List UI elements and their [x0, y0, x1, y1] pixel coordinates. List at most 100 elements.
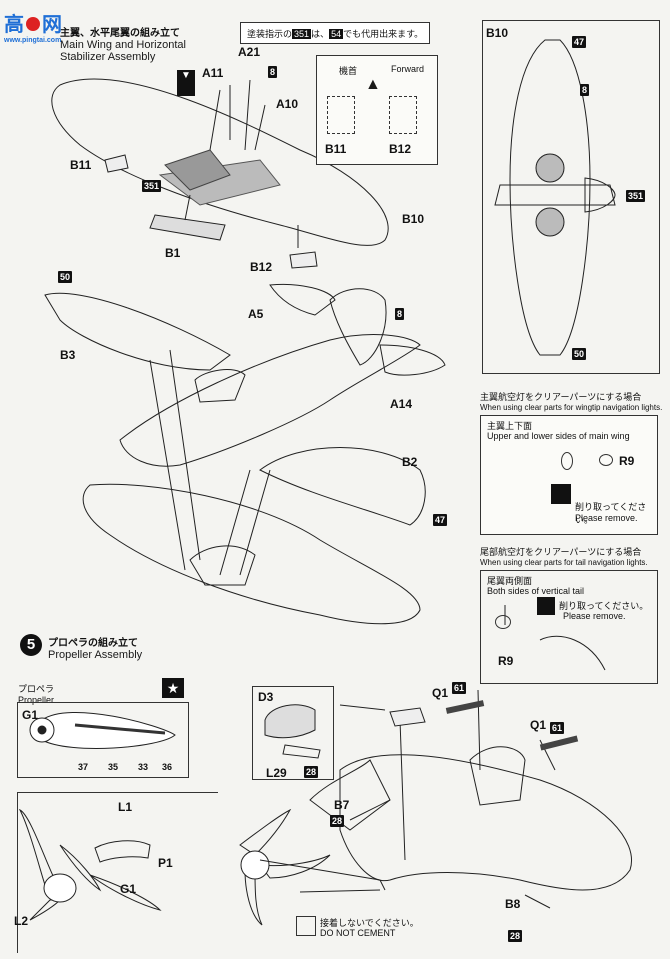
- wingtip-title-en: When using clear parts for wingtip navig…: [480, 403, 663, 412]
- label-R9-b: R9: [498, 654, 514, 668]
- tail-note-box: 尾翼両側面 Both sides of vertical tail 削り取ってく…: [480, 570, 658, 684]
- code-8-c: 8: [395, 308, 405, 320]
- code-47-a: 47: [572, 36, 587, 48]
- b12-diagram: [389, 96, 417, 134]
- propeller-assembly-box: [17, 792, 218, 953]
- code-61-b: 61: [550, 722, 565, 734]
- label-L1: L1: [118, 800, 133, 814]
- label-B10: B10: [402, 212, 425, 226]
- step4-title-en1: Main Wing and Horizontal: [60, 39, 186, 51]
- label-P1: P1: [158, 856, 173, 870]
- wingtip-sub-jp: 主翼上下面: [487, 422, 533, 432]
- label-L2: L2: [14, 914, 29, 928]
- step4-header: 主翼、水平尾翼の組み立て Main Wing and Horizontal St…: [60, 24, 186, 63]
- tail-title-en: When using clear parts for tail navigati…: [480, 558, 648, 567]
- paint-code-54: 54: [329, 29, 344, 39]
- label-A10: A10: [276, 97, 299, 111]
- label-B11: B11: [70, 158, 92, 172]
- forward-label-b11: B11: [325, 142, 347, 156]
- paint-note-mid: は、: [311, 30, 330, 40]
- watermark-char-sub: 网: [42, 12, 62, 36]
- forward-arrow-icon: ▲: [365, 76, 381, 93]
- label-Q1-a: Q1: [432, 686, 449, 700]
- wingtip-lens-shape: [599, 454, 613, 466]
- propeller-jp: プロペラ: [18, 685, 55, 695]
- code-33: 33: [138, 762, 149, 772]
- label-A5: A5: [248, 307, 264, 321]
- label-R9-a: R9: [619, 454, 635, 468]
- label-B8: B8: [505, 897, 521, 911]
- label-B2: B2: [402, 455, 418, 469]
- label-G1: G1: [22, 708, 39, 722]
- code-50-a: 50: [572, 348, 587, 360]
- wing-plan-view-box: [482, 20, 660, 374]
- star-icon: ★: [162, 678, 184, 698]
- step5-title-jp: プロペラの組み立て: [48, 638, 138, 649]
- label-B12: B12: [250, 260, 273, 274]
- watermark-url: www.pingtai.com: [4, 37, 62, 44]
- propeller-color-box: [17, 702, 189, 778]
- tail-light-shape: [495, 615, 511, 629]
- watermark-dot-icon: [26, 17, 40, 31]
- code-36: 36: [162, 762, 173, 772]
- tail-sub-jp: 尾翼両側面: [487, 577, 533, 587]
- label-A21: A21: [238, 45, 261, 59]
- tail-remove-en: Please remove.: [563, 611, 626, 621]
- code-47-b: 47: [433, 514, 448, 526]
- wingtip-sub-en: Upper and lower sides of main wing: [487, 431, 630, 441]
- tail-remove-jp: 削り取ってください。: [559, 602, 649, 612]
- wingtip-light-shape: [561, 452, 573, 470]
- no-cement-icon: [296, 916, 316, 936]
- code-351-a: 351: [142, 180, 162, 192]
- code-50-b: 50: [58, 271, 73, 283]
- step5-number: 5: [20, 634, 42, 656]
- code-28-c: 28: [508, 930, 523, 942]
- forward-en: Forward: [391, 64, 425, 74]
- wingtip-remove-en: Please remove.: [575, 513, 638, 523]
- step4-title-jp: 主翼、水平尾翼の組み立て: [60, 28, 180, 39]
- step4-title-en2: Stabilizer Assembly: [60, 51, 156, 63]
- tail-title-jp: 尾部航空灯をクリアーパーツにする場合: [480, 548, 642, 558]
- label-Q1-b: Q1: [530, 718, 547, 732]
- code-37: 37: [78, 762, 89, 772]
- propeller-en: Propeller: [18, 695, 55, 705]
- forward-label-b12: B12: [389, 142, 412, 156]
- label-B7: B7: [334, 798, 350, 812]
- wingtip-note-title: 主翼航空灯をクリアーパーツにする場合 When using clear part…: [480, 390, 662, 412]
- code-35: 35: [108, 762, 119, 772]
- file-tool-icon: [551, 484, 571, 504]
- step5-header: プロペラの組み立て Propeller Assembly: [48, 634, 142, 661]
- label-A11: A11: [202, 66, 224, 80]
- wingtip-title-jp: 主翼航空灯をクリアーパーツにする場合: [480, 393, 642, 403]
- step5-title-en: Propeller Assembly: [48, 649, 143, 661]
- code-351-b: 351: [626, 190, 646, 202]
- wingtip-note-box: 主翼上下面 Upper and lower sides of main wing…: [480, 415, 658, 535]
- paint-note-post: でも代用出来ます。: [343, 30, 424, 40]
- cement-en: DO NOT CEMENT: [320, 928, 396, 938]
- file-tool-icon-2: [537, 597, 555, 615]
- propeller-caption: プロペラ Propeller: [18, 682, 54, 705]
- label-L29: L29: [266, 766, 287, 780]
- code-61-a: 61: [452, 682, 467, 694]
- label-B10-right: B10: [486, 26, 509, 40]
- label-B1: B1: [165, 246, 181, 260]
- forward-jp: 機首: [339, 67, 358, 77]
- canopy-parts-box: [252, 686, 334, 780]
- watermark-logo: 高网 www.pingtai.com: [4, 8, 62, 44]
- tail-note-title: 尾部航空灯をクリアーパーツにする場合 When using clear part…: [480, 545, 648, 567]
- watermark-char-main: 高: [4, 12, 24, 36]
- label-D3: D3: [258, 690, 274, 704]
- code-8-a: 8: [268, 66, 278, 78]
- tail-sub-en: Both sides of vertical tail: [487, 586, 585, 596]
- paint-note-pre: 塗装指示の: [247, 30, 293, 40]
- cement-icon: ▼: [177, 70, 195, 96]
- code-8-b: 8: [580, 84, 590, 96]
- b11-diagram: [327, 96, 355, 134]
- cement-jp: 接着しないでください。: [320, 919, 419, 929]
- label-B3: B3: [60, 348, 76, 362]
- forward-orientation-box: 機首 Forward ▲ B11 B12: [316, 55, 438, 165]
- code-28-a: 28: [304, 766, 319, 778]
- code-28-b: 28: [330, 815, 345, 827]
